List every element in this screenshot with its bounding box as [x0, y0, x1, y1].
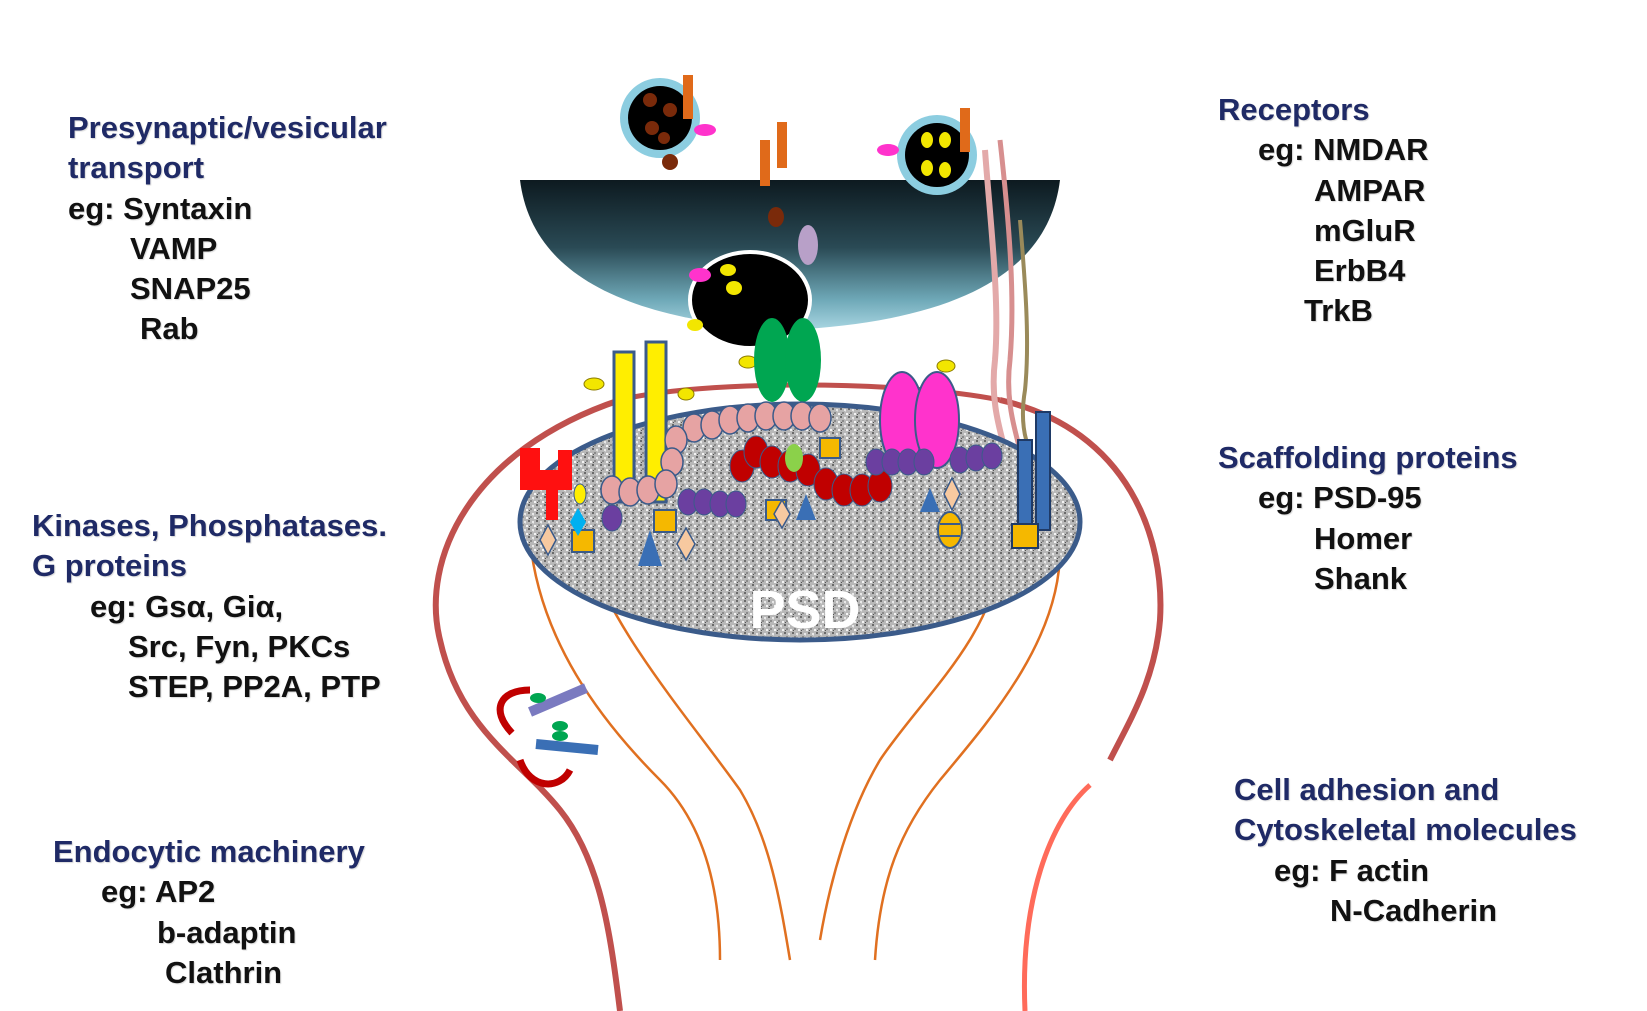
spine-membrane-right [999, 397, 1164, 762]
glutamate [583, 377, 605, 391]
presynaptic-example: VAMP [130, 230, 218, 266]
receptors-label-group: Receptors eg: NMDAR AMPAR mGluR ErbB4 Tr… [1218, 90, 1429, 332]
phosphatase-diamond [773, 498, 791, 530]
endocytic-protein [530, 693, 546, 703]
receptors-example: eg: NMDAR [1258, 132, 1429, 168]
receptors-example: mGluR [1314, 212, 1416, 248]
adhesion-title-line2: Cytoskeletal molecules [1234, 812, 1577, 848]
kinase-square [653, 509, 677, 533]
receptor-magenta [914, 371, 960, 469]
endocytic-pit [496, 686, 574, 788]
adhesion-label-group: Cell adhesion and Cytoskeletal molecules… [1234, 770, 1577, 931]
receptor-green [754, 318, 790, 402]
g-protein-triangle [796, 494, 816, 520]
phosphatase-diamond [943, 476, 961, 512]
actin-filament [818, 559, 1002, 941]
presynaptic-example: Rab [140, 311, 199, 347]
receptors-example: TrkB [1304, 293, 1373, 329]
scaffolding-example: Homer [1314, 520, 1413, 556]
clathrin-bar [528, 683, 588, 717]
kinase-diamond-cyan [570, 508, 586, 536]
kinases-title-line2: G proteins [32, 548, 188, 584]
scaffolding-example: eg: PSD-95 [1258, 480, 1422, 516]
striped-kinase [937, 511, 963, 549]
endocytic-protein [552, 721, 568, 731]
ap2-bar [535, 739, 599, 755]
kinases-example: Src, Fyn, PKCs [128, 628, 351, 664]
phosphatase-diamond [676, 526, 696, 562]
spine-membrane-left [432, 397, 623, 1011]
receptors-title: Receptors [1218, 92, 1370, 127]
scaffolding-title: Scaffolding proteins [1218, 440, 1518, 475]
psd-label: PSD [749, 580, 860, 640]
glutamate [936, 359, 956, 373]
endocytic-example: eg: AP2 [101, 874, 216, 910]
scaffolding-example: Shank [1314, 560, 1408, 596]
scaffolding-label-group: Scaffolding proteins eg: PSD-95 Homer Sh… [1218, 438, 1518, 599]
receptor-blue [1017, 439, 1033, 531]
phosphatase-diamond [539, 523, 557, 557]
released-molecule [777, 122, 787, 168]
kinase-square [1011, 523, 1039, 549]
endocytic-protein [552, 731, 568, 741]
actin-filament [588, 559, 792, 961]
glutamate [677, 387, 695, 401]
kinases-title-line1: Kinases, Phosphatases. [32, 508, 387, 543]
released-molecule [760, 140, 770, 186]
vesicle-top-left [620, 75, 716, 170]
presynaptic-title-line1: Presynaptic/vesicular [68, 110, 387, 145]
vesicle-top-right [877, 108, 977, 195]
kinase-square [571, 529, 595, 553]
receptor-green [785, 318, 821, 402]
adhesion-strand [1018, 219, 1032, 451]
kinases-example: STEP, PP2A, PTP [128, 669, 381, 705]
actin-filament [528, 539, 722, 961]
receptor-red-trk [520, 448, 572, 520]
endocytic-label-group: Endocytic machinery eg: AP2 b-adaptin Cl… [53, 832, 365, 993]
adhesion-example: eg: F actin [1274, 852, 1430, 888]
adhesion-title-line1: Cell adhesion and [1234, 772, 1500, 807]
kinase-yellow [573, 483, 587, 505]
shank-chain [600, 401, 832, 507]
endocytic-example: Clathrin [165, 954, 283, 990]
released-molecule [768, 207, 784, 227]
endocytic-title: Endocytic machinery [53, 834, 365, 869]
psd95-chain [601, 442, 1003, 532]
adhesion-example: N-Cadherin [1330, 892, 1498, 928]
endocytic-example: b-adaptin [157, 914, 297, 950]
kinase-green [785, 444, 803, 472]
receptors-example: AMPAR [1314, 172, 1426, 208]
spine-membrane-neck-right [1021, 783, 1092, 1011]
presynaptic-example: SNAP25 [130, 271, 251, 307]
receptor-blue [1035, 411, 1051, 531]
kinases-label-group: Kinases, Phosphatases. G proteins eg: Gs… [32, 506, 387, 707]
receptors-example: ErbB4 [1314, 253, 1406, 289]
presynaptic-label-group: Presynaptic/vesicular transport eg: Synt… [68, 108, 387, 350]
adhesion-strand [982, 149, 1008, 451]
adhesion-strand [997, 139, 1023, 451]
actin-filament [873, 549, 1062, 961]
g-protein-triangle [920, 488, 940, 512]
presynaptic-example: eg: Syntaxin [68, 190, 253, 226]
g-protein-triangle [638, 530, 662, 566]
released-molecule [798, 225, 818, 265]
kinases-example: eg: Gsα, Giα, [90, 588, 284, 624]
presynaptic-title-line2: transport [68, 150, 205, 186]
presynaptic-terminal [520, 180, 1060, 330]
kinase-square [819, 437, 841, 459]
